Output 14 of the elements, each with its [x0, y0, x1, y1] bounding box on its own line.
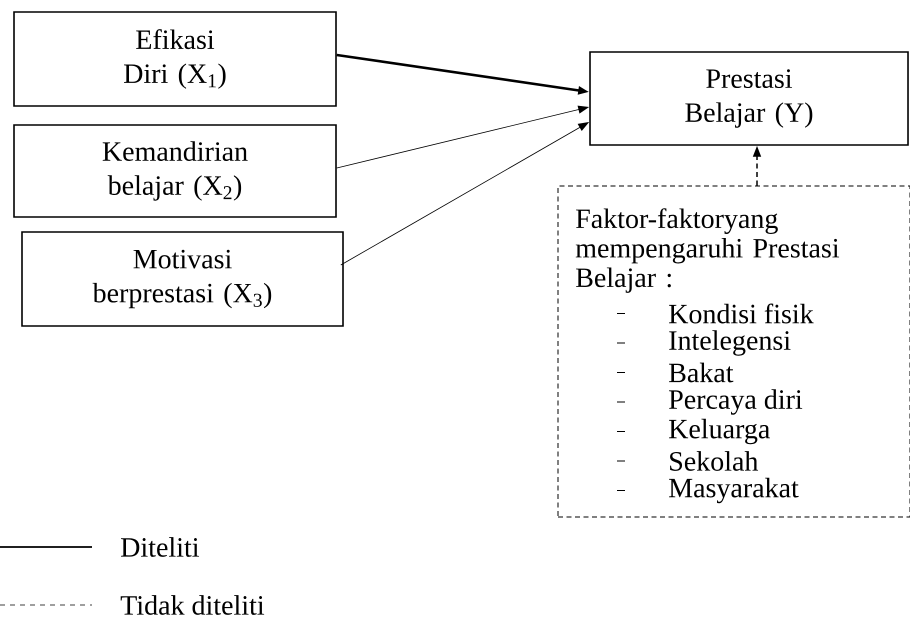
list-item: Masyarakat — [669, 478, 799, 504]
variable-box: Motivasi berprestasi (X$_{3}$) — [21, 231, 344, 327]
legend-text: Tidak diteliti — [120, 595, 264, 615]
variable-box: Efikasi Diri (X$_{1}$) — [13, 11, 337, 107]
list-item: Bakat — [669, 362, 734, 382]
factor-heading: Faktor-faktoryang mempengaruhi Prestasi Belajar : — [576, 208, 840, 293]
list-item: Keluarga — [669, 418, 770, 444]
variable-box: Prestasi Belajar (Y) — [589, 51, 909, 146]
list-item: Intelegensi — [669, 330, 791, 356]
list-item: Percaya diri — [669, 389, 802, 415]
list-item: Sekolah — [670, 451, 758, 471]
list-item: Kondisi fisik — [669, 304, 814, 324]
variable-box: Kemandirian belajar (X$_{2}$) — [13, 124, 337, 218]
legend-text: Diteliti — [121, 537, 200, 557]
